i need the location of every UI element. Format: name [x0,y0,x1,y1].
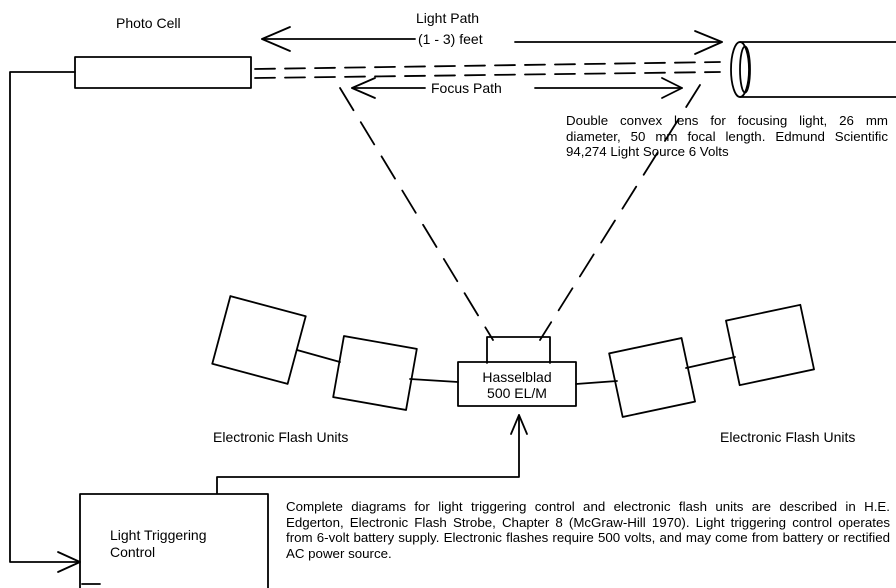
focus-cone-left [339,87,494,341]
flash-unit-right-2 [725,303,815,387]
photo-cell-label: Photo Cell [116,15,181,31]
focus-path-arrow-right [534,77,683,99]
flash-unit-left-1 [211,295,307,385]
focus-path-label: Focus Path [431,80,502,96]
light-path-arrow-right [514,30,723,55]
flash-link-right-2 [685,356,736,369]
light-path-range: (1 - 3) feet [418,31,483,47]
beam-dashed-line-1 [254,61,721,70]
trigger-wire [216,414,528,494]
focus-path-arrow-left [351,77,426,99]
flash-units-right-label: Electronic Flash Units [720,429,856,445]
trigger-control-label: Light Triggering Control [110,527,207,561]
light-source [730,41,896,98]
photocell-wire [9,71,81,573]
flash-link-right-1 [575,380,618,385]
camera-label-line1: Hasselblad [482,369,552,385]
lens-note: Double convex lens for focusing light, 2… [566,113,888,159]
flash-link-left-2 [409,378,459,383]
flash-link-left-1 [296,349,341,363]
camera-label-line2: 500 EL/M [487,385,547,401]
flash-units-left-label: Electronic Flash Units [213,429,349,445]
trigger-control-box [79,493,269,588]
light-path-arrow-left [261,26,416,52]
flash-unit-right-1 [608,337,696,418]
trigger-label-line1: Light Triggering [110,527,207,543]
flash-unit-left-2 [332,335,418,411]
photo-cell-box [74,56,252,89]
focus-cone-right [539,84,701,341]
beam-dashed-line-2 [254,71,721,79]
light-path-title: Light Path [416,10,480,26]
trigger-label-line2: Control [110,544,156,560]
camera-viewfinder [486,336,551,364]
camera-label: Hasselblad 500 EL/M [459,369,575,401]
diagram-note: Complete diagrams for light triggering c… [286,499,890,561]
